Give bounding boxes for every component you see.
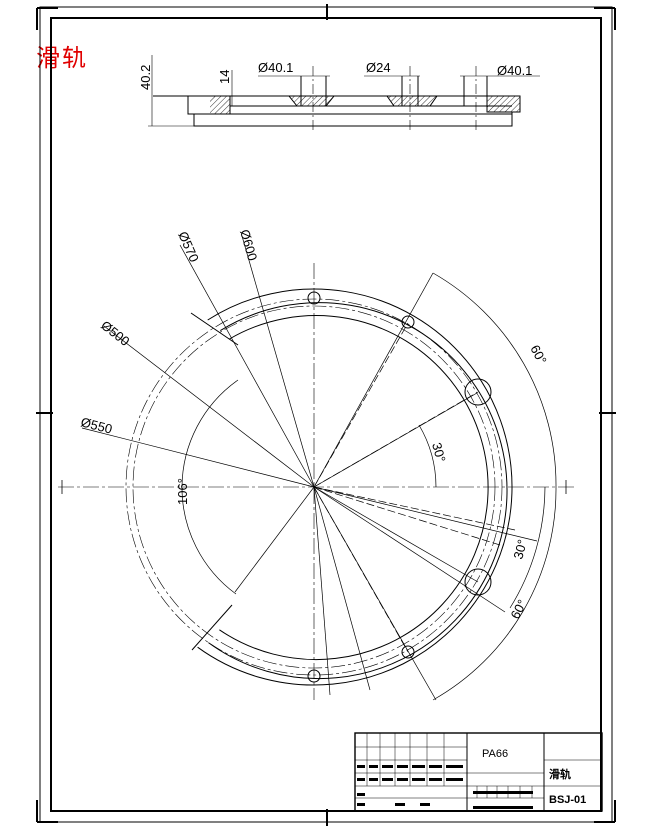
corner-mark-tl <box>36 7 58 30</box>
dim-angle-60-lower: 60° <box>507 597 529 621</box>
dim-hole-right: Ø40.1 <box>497 63 532 78</box>
section-outline <box>153 95 521 127</box>
title-block-frame <box>354 732 603 812</box>
radial-upper-dash <box>313 391 479 488</box>
inner-frame <box>50 17 602 812</box>
sheet-frame <box>36 4 616 826</box>
radial-lower-3 <box>313 486 506 613</box>
hole-large-upper <box>464 378 492 406</box>
arc-dim-30-upper <box>418 424 437 488</box>
dim-angle-106: 106° <box>175 478 190 505</box>
pitch-circle-d500 <box>125 298 503 676</box>
section-hole-center <box>401 76 419 106</box>
dim-hole-left: Ø40.1 <box>258 60 293 75</box>
leader-d570 <box>179 244 315 488</box>
radial-lower-1 <box>313 486 371 691</box>
section-hatch-hole-center <box>386 95 438 107</box>
section-hole-right <box>463 76 488 106</box>
material-label: PA66 <box>482 748 508 760</box>
ring-end-upper <box>190 312 239 346</box>
radial-lines <box>81 235 538 701</box>
dim-d550: Ø550 <box>79 414 113 436</box>
dim-angle-30-upper: 30° <box>429 441 449 464</box>
section-hatch-right <box>486 95 521 113</box>
section-hole-left <box>300 76 327 106</box>
mounting-holes <box>307 291 492 683</box>
section-hatch-hole-left <box>287 95 336 107</box>
corner-mark-tr <box>594 7 616 30</box>
radial-lower-2 <box>313 486 331 696</box>
ring-end-lower <box>191 604 233 651</box>
dim-hole-center: Ø24 <box>366 60 391 75</box>
arc-dim-106 <box>181 486 237 595</box>
leader-d500 <box>103 325 315 488</box>
ring-inner-d570 <box>208 302 508 680</box>
part-name-mark: 滑轨 <box>36 44 88 72</box>
leader-d600 <box>241 235 315 488</box>
section-dimension-labels: 40.2 14 Ø40.1 Ø24 Ø40.1 <box>138 60 532 90</box>
hole-upper-right <box>401 315 415 329</box>
dim-height-total: 40.2 <box>138 65 153 90</box>
arc-dim-106-upper <box>181 379 239 488</box>
outer-border <box>39 6 613 823</box>
hole-lower-right <box>401 645 415 659</box>
corner-mark-br <box>594 800 616 823</box>
part-name-label: 滑轨 <box>549 767 571 781</box>
title-block <box>354 732 603 812</box>
arc-dim-30-lower <box>509 486 546 609</box>
drawing-number-label: BSJ-01 <box>549 794 586 806</box>
title-block-grid <box>355 733 602 811</box>
radial-hole-lower-b <box>313 486 409 653</box>
radial-lower-4 <box>234 486 315 593</box>
dim-height-step: 14 <box>217 70 232 84</box>
arc-dim-60-lower <box>432 486 557 701</box>
title-block-dots <box>357 765 533 809</box>
hole-top <box>307 291 321 305</box>
hole-large-lower <box>464 568 492 596</box>
bolt-circle <box>132 305 496 669</box>
ring-outer-d600 <box>197 288 513 686</box>
arc-dim-60-upper <box>432 272 557 488</box>
dim-d570: Ø570 <box>175 229 202 264</box>
section-view <box>148 55 540 130</box>
dim-angle-60-upper: 60° <box>527 342 549 366</box>
dim-angle-30-lower: 30° <box>510 538 530 561</box>
plan-view <box>58 235 576 701</box>
leader-d550 <box>81 427 315 488</box>
radial-right <box>313 486 516 531</box>
radial-60-upper <box>313 272 434 488</box>
title-block-text: PA66 滑轨 BSJ-01 <box>482 748 586 806</box>
radial-hole-upper <box>313 322 409 488</box>
ring-step-d550 <box>219 315 489 660</box>
dim-d600: Ø600 <box>237 228 260 263</box>
radial-hole-lower-a <box>313 486 479 583</box>
radial-30-lower <box>313 486 538 542</box>
section-hatch-left <box>210 96 230 114</box>
hole-bottom <box>307 669 321 683</box>
plan-dimension-labels: Ø570 Ø600 Ø500 Ø550 106° 30° 60° 30° 60° <box>79 228 550 622</box>
corner-mark-bl <box>36 800 58 823</box>
